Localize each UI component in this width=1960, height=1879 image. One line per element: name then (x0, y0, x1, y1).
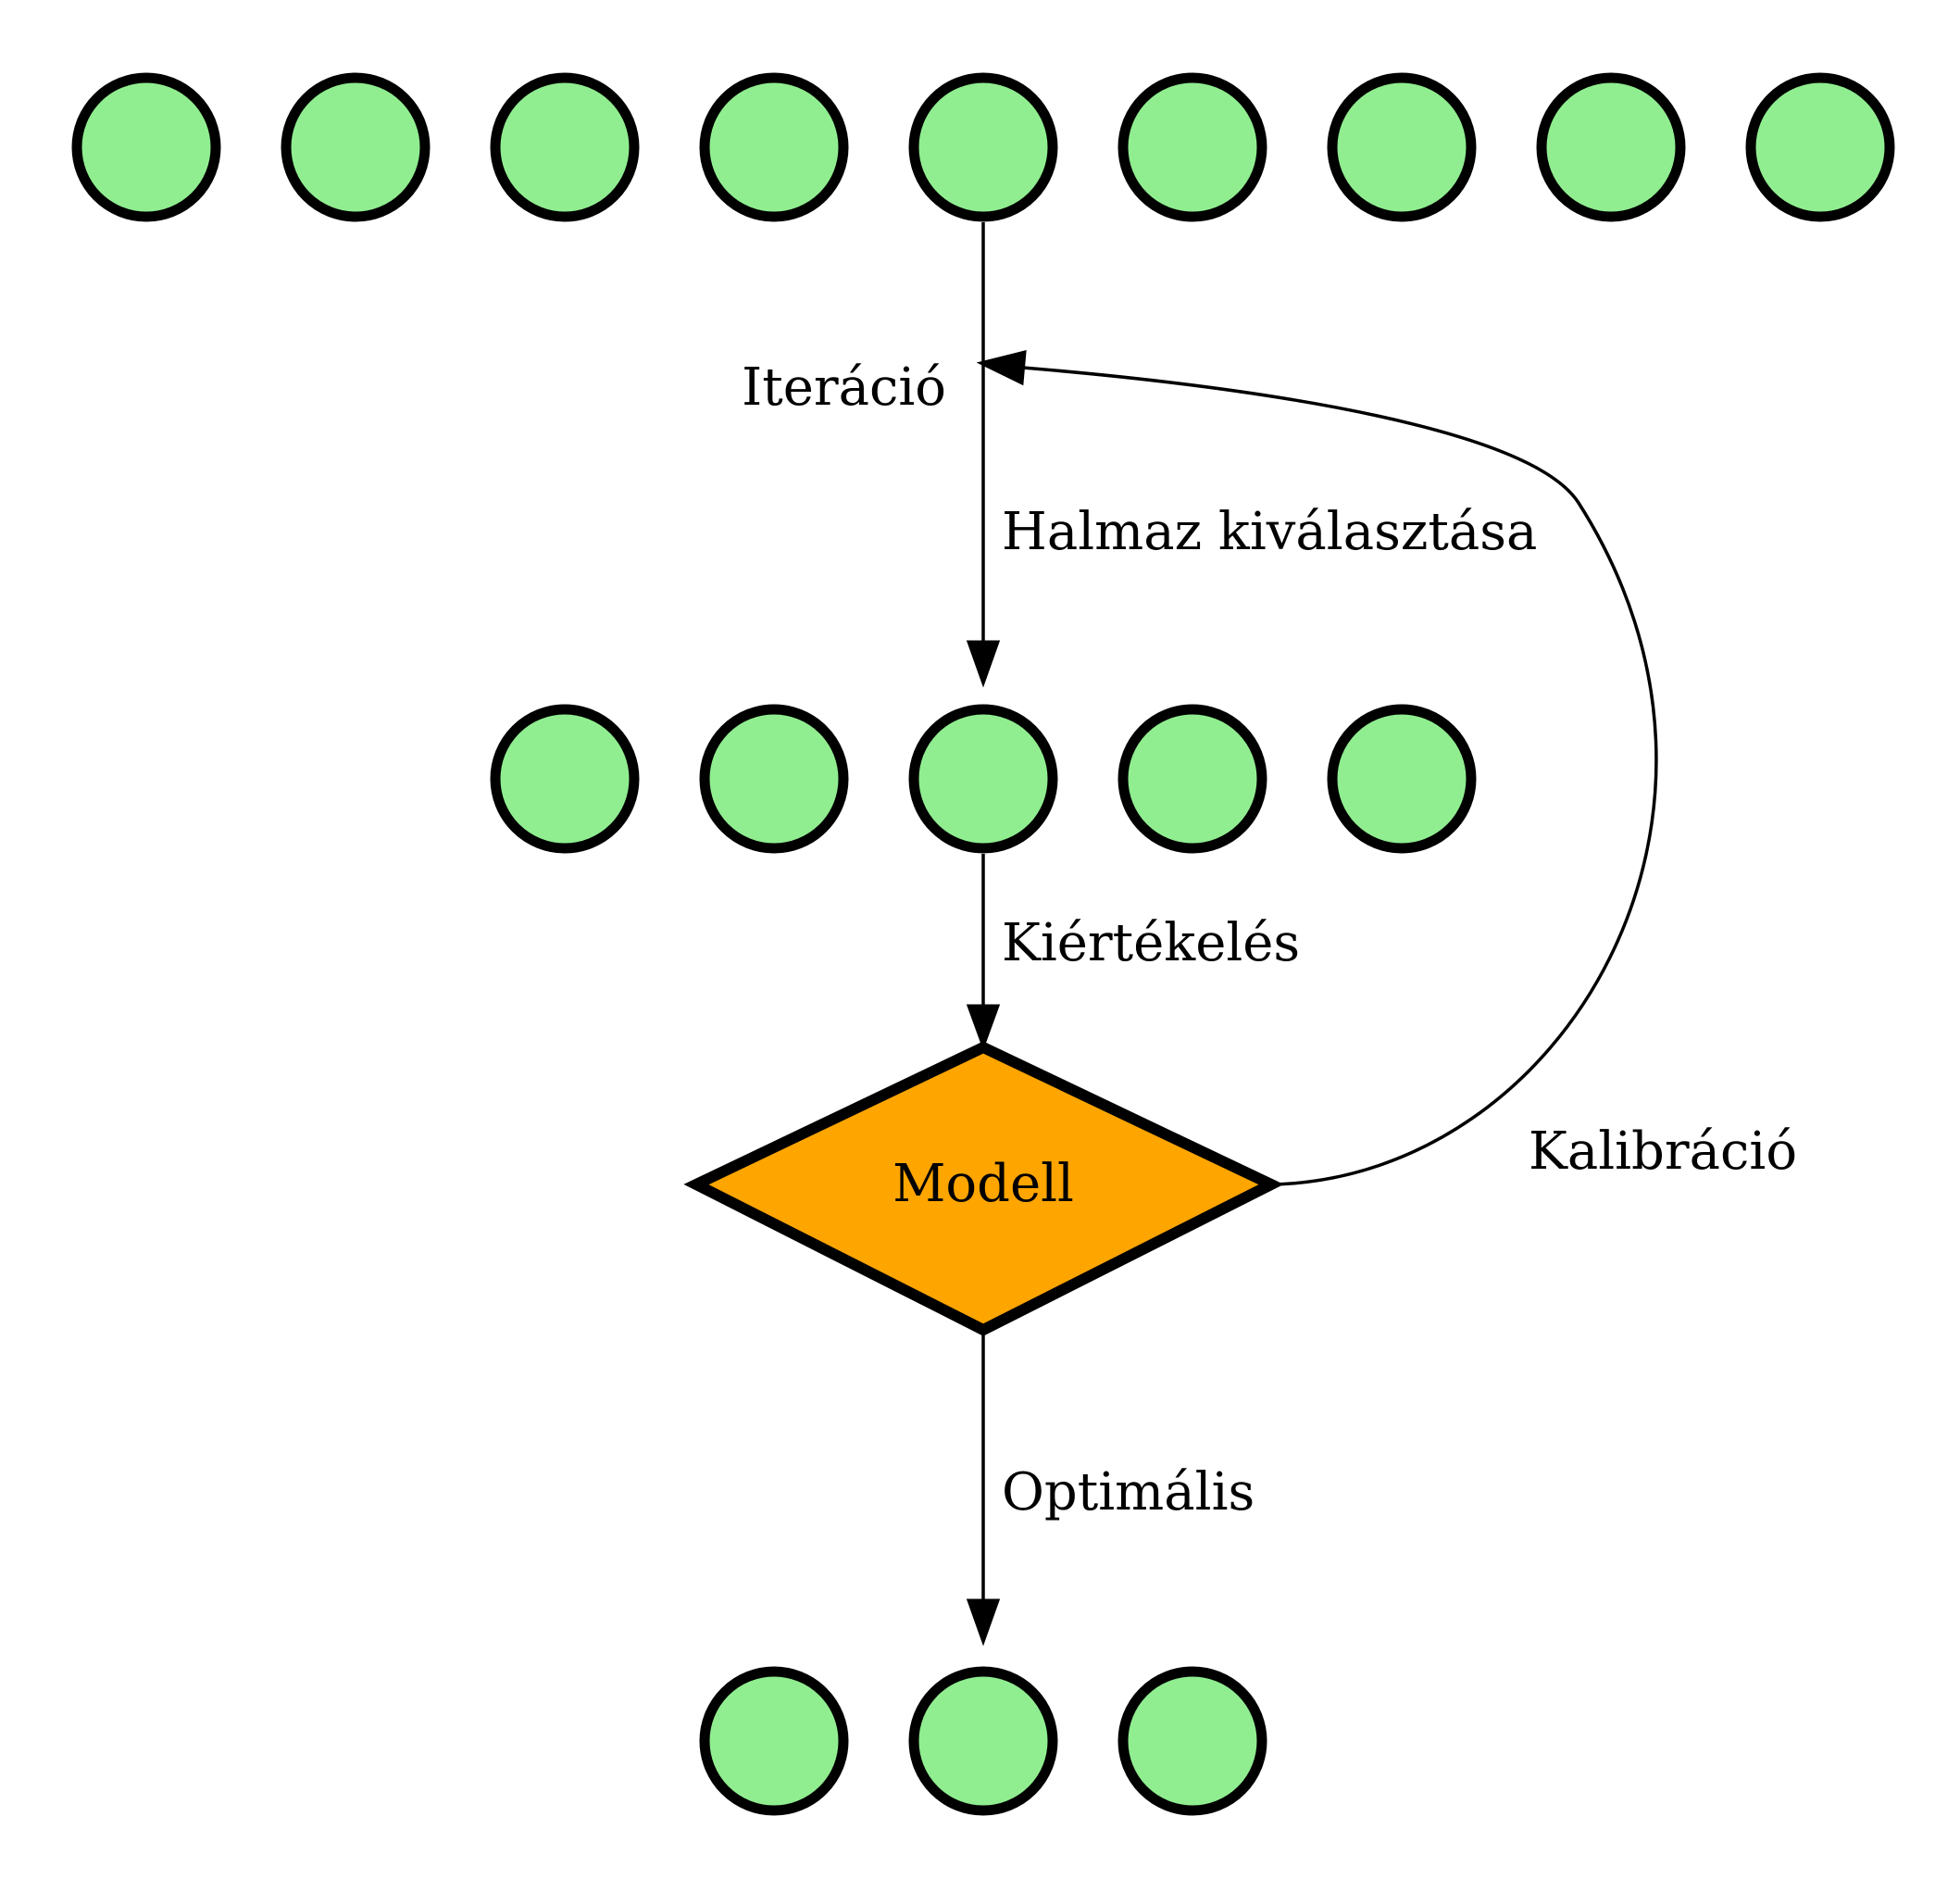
selection-label: Halmaz kiválasztása (1002, 502, 1537, 562)
middle-row-node (1327, 704, 1477, 854)
bottom-row-node (908, 1666, 1058, 1816)
evaluation-arrowhead (966, 1004, 1001, 1051)
selection-arrowhead (966, 640, 1001, 688)
calibration-label: Kalibráció (1529, 1121, 1797, 1182)
top-node-row (71, 72, 1895, 222)
top-row-node (1536, 72, 1686, 222)
evaluation-label: Kiértékelés (1002, 913, 1300, 973)
top-row-node (1117, 72, 1267, 222)
top-row-node (699, 72, 849, 222)
top-row-node (490, 72, 640, 222)
optimal-arrowhead (966, 1598, 1001, 1647)
calibration-edge (1022, 366, 1658, 1186)
top-row-node (281, 72, 431, 222)
top-row-node (908, 72, 1058, 222)
middle-row-node (908, 704, 1058, 854)
middle-node-row (490, 704, 1477, 854)
optimal-label: Optimális (1002, 1462, 1255, 1522)
model-diamond (683, 1041, 1284, 1336)
model-label: Modell (893, 1154, 1074, 1214)
top-row-node (1327, 72, 1477, 222)
model-node: Modell (683, 1041, 1284, 1336)
bottom-row-node (1117, 1666, 1267, 1816)
bottom-row-node (699, 1666, 849, 1816)
middle-row-node (1117, 704, 1267, 854)
calibration-arrowhead (976, 350, 1027, 386)
middle-row-node (490, 704, 640, 854)
top-row-node (71, 72, 221, 222)
edges (966, 222, 1658, 1647)
iteration-label: Iteráció (742, 357, 946, 418)
middle-row-node (699, 704, 849, 854)
top-row-node (1745, 72, 1895, 222)
edge-labels: Iteráció Halmaz kiválasztása Kiértékelés… (742, 357, 1797, 1522)
bottom-node-row (699, 1666, 1267, 1816)
